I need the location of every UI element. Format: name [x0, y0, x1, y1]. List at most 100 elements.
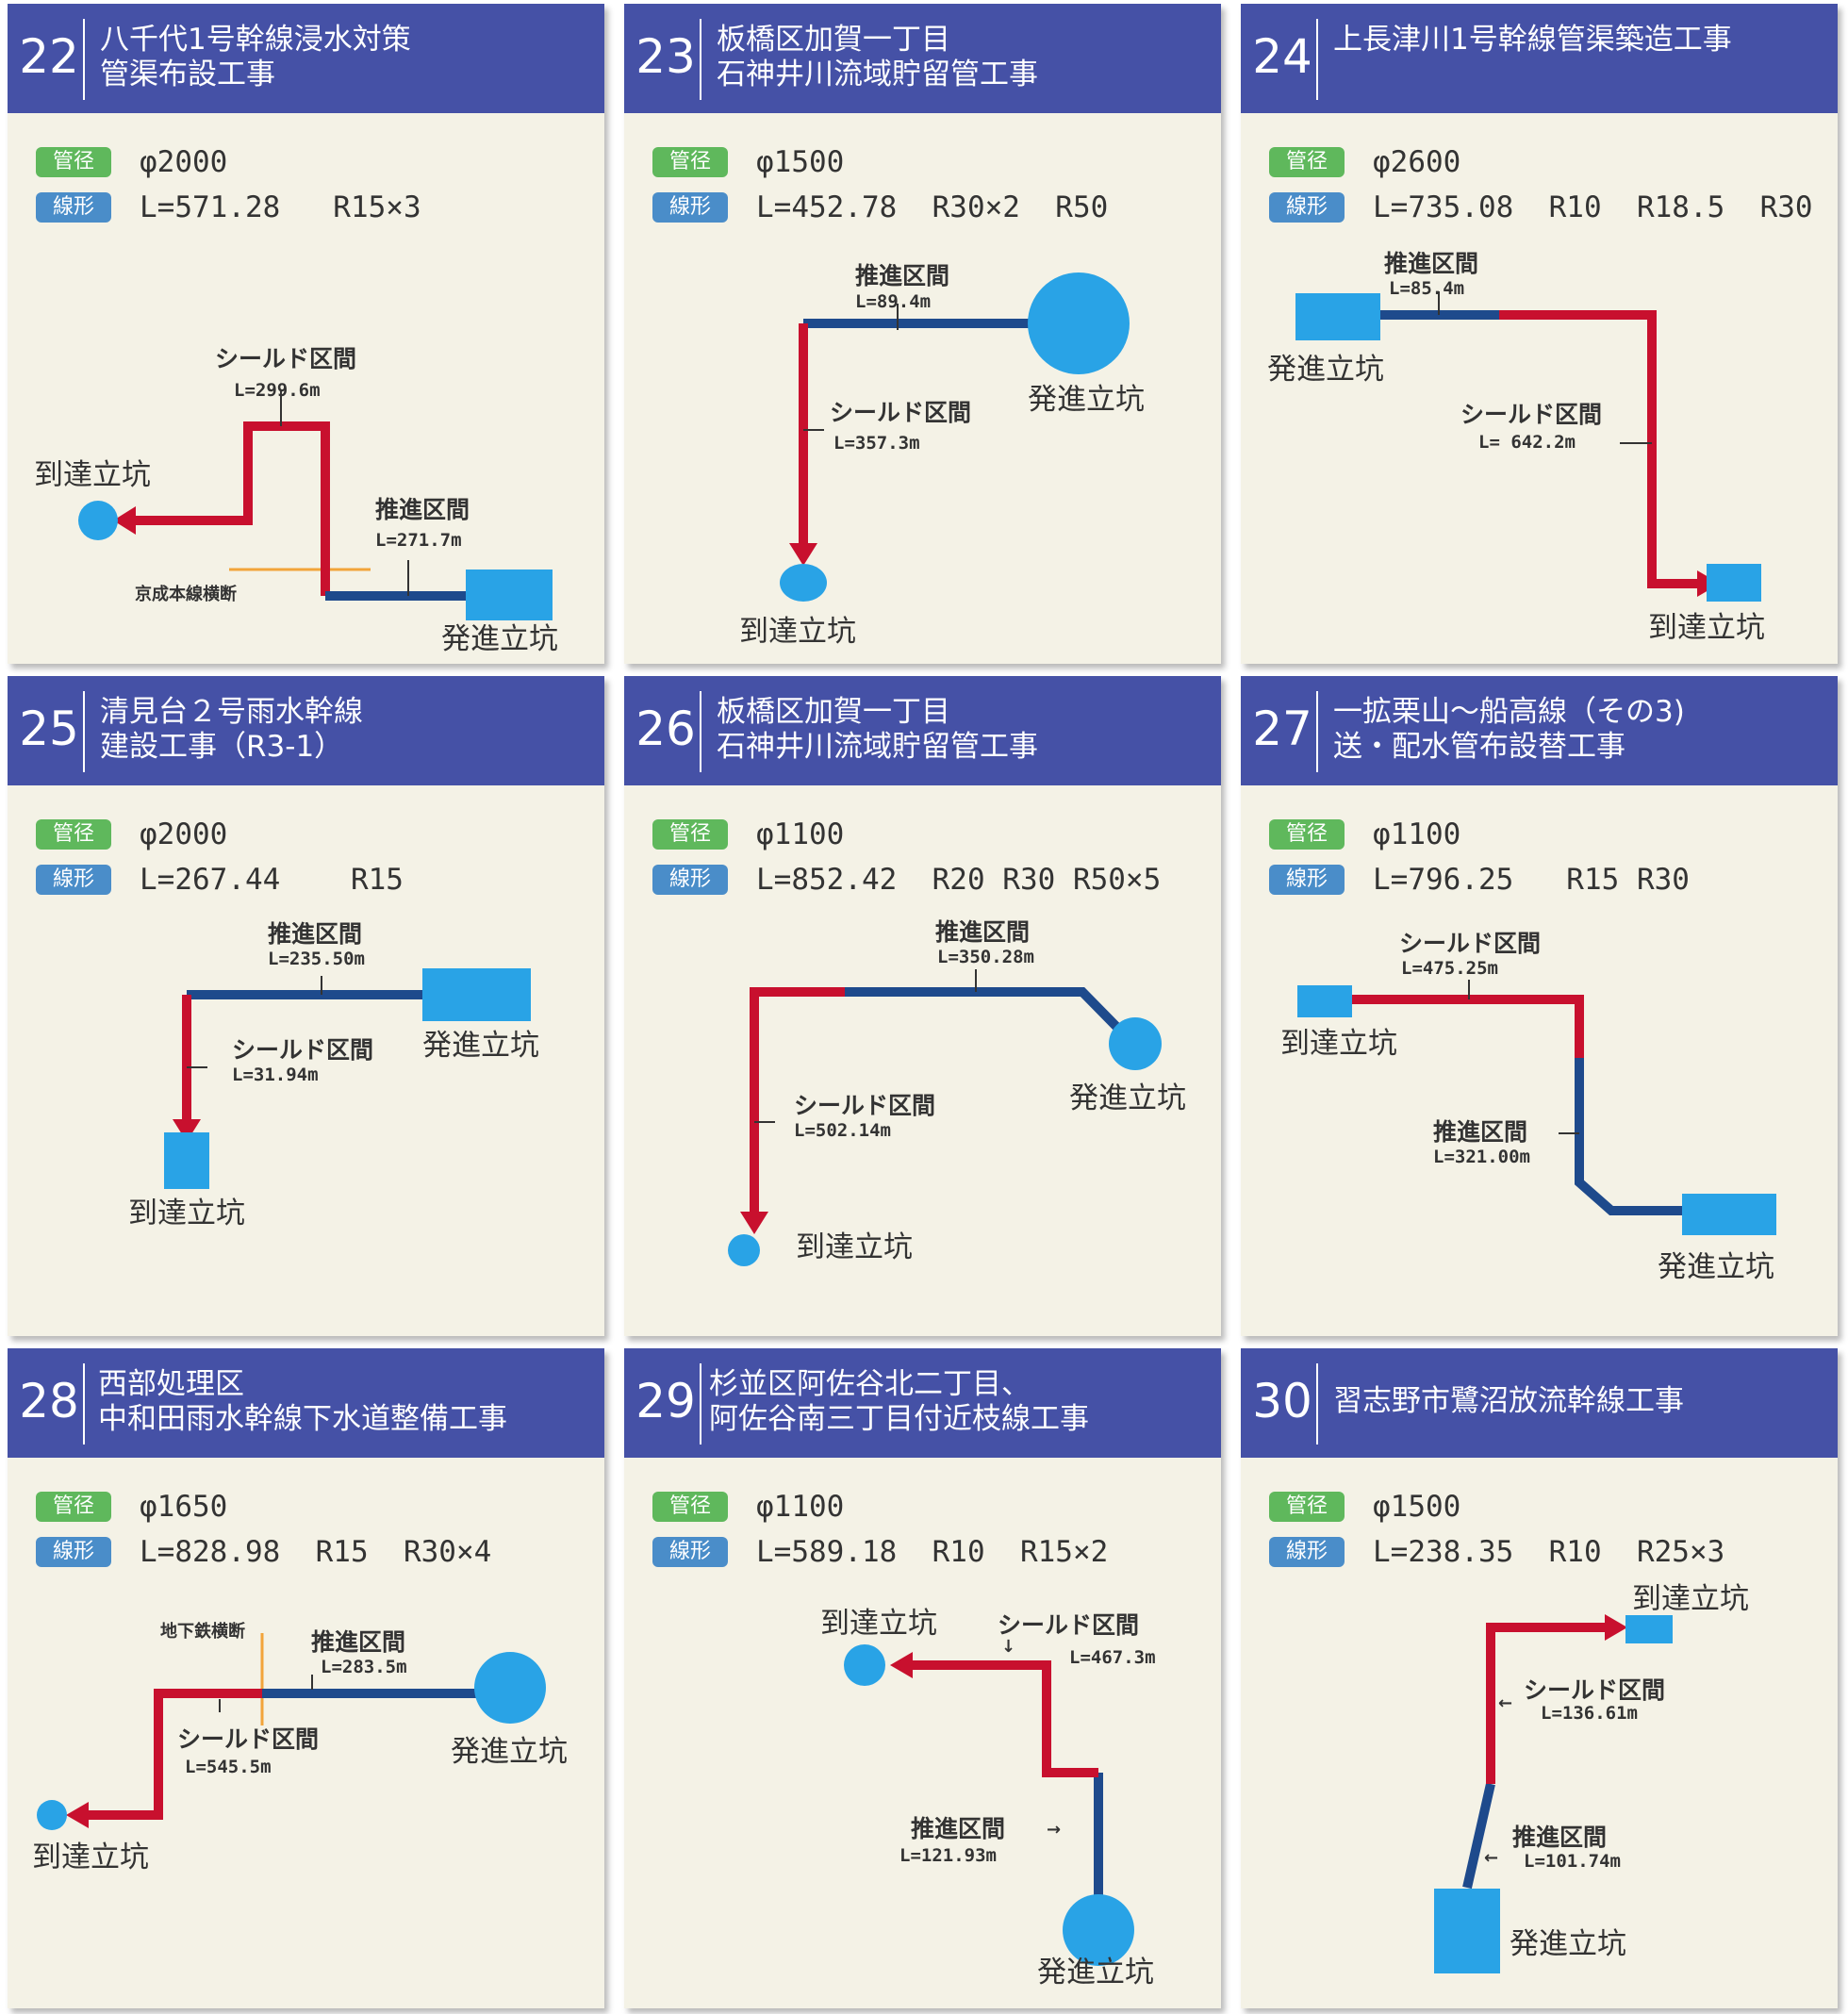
- header-divider: [1316, 19, 1318, 100]
- project-title-line: 管渠布設工事: [100, 58, 275, 91]
- departure-shaft-label: 発進立坑: [1510, 1927, 1626, 1961]
- jacking-section-label: 推進区間: [855, 262, 949, 289]
- header-divider: [700, 1363, 701, 1444]
- departure-shaft-label: 発進立坑: [441, 622, 558, 656]
- jacking-section-label: 推進区間: [1433, 1118, 1527, 1146]
- diameter-badge: 管径: [1269, 147, 1345, 177]
- header-divider: [83, 1363, 85, 1444]
- header-divider: [700, 19, 701, 100]
- project-title-line: 板橋区加賀一丁目: [717, 695, 950, 729]
- alignment-badge: 線形: [1269, 1537, 1345, 1567]
- project-title-line: 石神井川流域貯留管工事: [717, 58, 1038, 91]
- diameter-badge: 管径: [36, 819, 111, 850]
- project-title-line: 送・配水管布設替工事: [1333, 730, 1625, 764]
- shield-section-label: シールド区間: [177, 1725, 319, 1753]
- shield-route: [1499, 310, 1703, 588]
- route-diagram: 到達立坑 シールド区間 ↓ L=467.3m 推進区間 → L=121.93m …: [820, 1607, 1156, 1989]
- alignment-badge: 線形: [652, 1537, 728, 1567]
- shield-route: [1349, 995, 1584, 1058]
- arrival-shaft: [1707, 564, 1761, 602]
- arrival-shaft-label: 到達立坑: [1280, 1027, 1397, 1061]
- jacking-section-length: L=121.93m: [899, 1845, 997, 1866]
- alignment-value: L=796.25 R15 R30: [1373, 863, 1690, 897]
- alignment-badge: 線形: [652, 192, 728, 223]
- route-arrowhead: [113, 506, 136, 535]
- diameter-value: φ1650: [140, 1490, 228, 1524]
- shield-section-label: シールド区間: [215, 345, 356, 372]
- jacking-section-length: L=283.5m: [321, 1657, 407, 1677]
- project-title: 上長津川1号幹線管渠築造工事: [1333, 23, 1828, 58]
- route-arrowhead: [1605, 1614, 1627, 1641]
- departure-shaft-label: 発進立坑: [451, 1735, 568, 1769]
- arrival-shaft: [844, 1644, 885, 1686]
- alignment-value: L=828.98 R15 R30×4: [140, 1535, 492, 1569]
- down-arrow-icon: ↓: [1001, 1637, 1015, 1657]
- project-title-line: 中和田雨水幹線下水道整備工事: [98, 1402, 507, 1436]
- departure-shaft-label: 発進立坑: [1037, 1956, 1154, 1989]
- shield-section-length: L=31.94m: [232, 1065, 319, 1085]
- card-header: 29 杉並区阿佐谷北二丁目、 阿佐谷南三丁目付近枝線工事: [624, 1348, 1221, 1458]
- shield-section-length: L=545.5m: [185, 1757, 272, 1777]
- arrival-shaft-label: 到達立坑: [1632, 1582, 1749, 1616]
- departure-shaft: [1434, 1889, 1500, 1973]
- project-card-30: 30 習志野市鷺沼放流幹線工事 管径 線形 φ1500 L=238.35 R10…: [1241, 1348, 1838, 2008]
- shield-section-label: シールド区間: [232, 1036, 373, 1064]
- jacking-section-label: 推進区間: [1384, 250, 1478, 277]
- arrival-shaft-label: 到達立坑: [34, 458, 151, 492]
- shield-route: [83, 1689, 262, 1820]
- shield-section-length: L=299.6m: [234, 380, 321, 401]
- departure-shaft: [466, 570, 553, 620]
- arrival-shaft-label: 到達立坑: [739, 615, 856, 649]
- project-number: 26: [635, 702, 696, 756]
- arrival-shaft-label: 到達立坑: [820, 1607, 937, 1641]
- project-title-line: 阿佐谷南三丁目付近枝線工事: [709, 1402, 1089, 1436]
- shield-section-label: シールド区間: [1460, 401, 1602, 428]
- jacking-section-length: L=271.7m: [375, 530, 462, 551]
- shield-section-label: シールド区間: [830, 399, 971, 426]
- jacking-section-length: L=85.4m: [1389, 278, 1464, 299]
- route-diagram: 推進区間 L=350.28m シールド区間 L=502.14m 発進立坑 到達立…: [728, 918, 1186, 1266]
- alignment-badge: 線形: [36, 865, 111, 895]
- departure-shaft-label: 発進立坑: [422, 1029, 539, 1063]
- jacking-section-length: L=89.4m: [855, 291, 931, 312]
- alignment-badge: 線形: [1269, 192, 1345, 223]
- arrival-shaft: [1297, 985, 1352, 1017]
- departure-shaft: [1682, 1194, 1776, 1235]
- jacking-section-label: 推進区間: [911, 1815, 1005, 1842]
- project-card-29: 29 杉並区阿佐谷北二丁目、 阿佐谷南三丁目付近枝線工事 管径 線形 φ1100…: [624, 1348, 1221, 2008]
- shield-route: [905, 1660, 1098, 1777]
- alignment-value: L=735.08 R10 R18.5 R30: [1373, 190, 1813, 224]
- project-card-24: 24 上長津川1号幹線管渠築造工事 管径 線形 φ2600 L=735.08 R…: [1241, 4, 1838, 664]
- project-number: 27: [1252, 702, 1312, 756]
- project-title: 八千代1号幹線浸水対策 管渠布設工事: [100, 23, 595, 92]
- arrival-shaft: [37, 1800, 67, 1830]
- jacking-route: [1575, 1058, 1689, 1215]
- header-divider: [700, 691, 701, 772]
- departure-shaft: [1028, 272, 1130, 374]
- departure-shaft: [474, 1652, 546, 1724]
- departure-shaft-label: 発進立坑: [1658, 1250, 1774, 1284]
- jacking-section-length: L=321.00m: [1433, 1147, 1530, 1167]
- route-diagram: 推進区間 L=85.4m シールド区間 L= 642.2m 発進立坑 到達立坑: [1267, 250, 1765, 645]
- departure-shaft-label: 発進立坑: [1267, 353, 1384, 387]
- header-divider: [83, 691, 85, 772]
- departure-shaft: [1109, 1017, 1162, 1070]
- project-card-26: 26 板橋区加賀一丁目 石神井川流域貯留管工事 管径 線形 φ1100 L=85…: [624, 676, 1221, 1336]
- project-card-28: 28 西部処理区 中和田雨水幹線下水道整備工事 管径 線形 φ1650 L=82…: [8, 1348, 604, 2008]
- jacking-section-length: L=101.74m: [1524, 1851, 1621, 1872]
- diameter-badge: 管径: [652, 1492, 728, 1522]
- shield-section-length: L=475.25m: [1401, 958, 1498, 979]
- project-title-line: 清見台２号雨水幹線: [100, 695, 363, 729]
- route-diagram: 地下鉄横断 推進区間 L=283.5m シールド区間 L=545.5m 発進立坑…: [32, 1621, 568, 1874]
- alignment-badge: 線形: [36, 1537, 111, 1567]
- shield-section-length: L=502.14m: [794, 1120, 891, 1141]
- jacking-section-label: 推進区間: [375, 496, 470, 523]
- arrival-shaft-label: 到達立坑: [796, 1230, 913, 1264]
- project-title-line: 西部処理区: [98, 1367, 244, 1401]
- shield-route: [128, 421, 330, 596]
- alignment-value: L=267.44 R15: [140, 863, 404, 897]
- project-title: 板橋区加賀一丁目 石神井川流域貯留管工事: [717, 695, 1212, 765]
- left-arrow-icon: ←: [1498, 1693, 1512, 1713]
- jacking-route: [845, 987, 1137, 1048]
- project-card-22: 22 八千代1号幹線浸水対策 管渠布設工事 管径 線形 φ2000 L=571.…: [8, 4, 604, 664]
